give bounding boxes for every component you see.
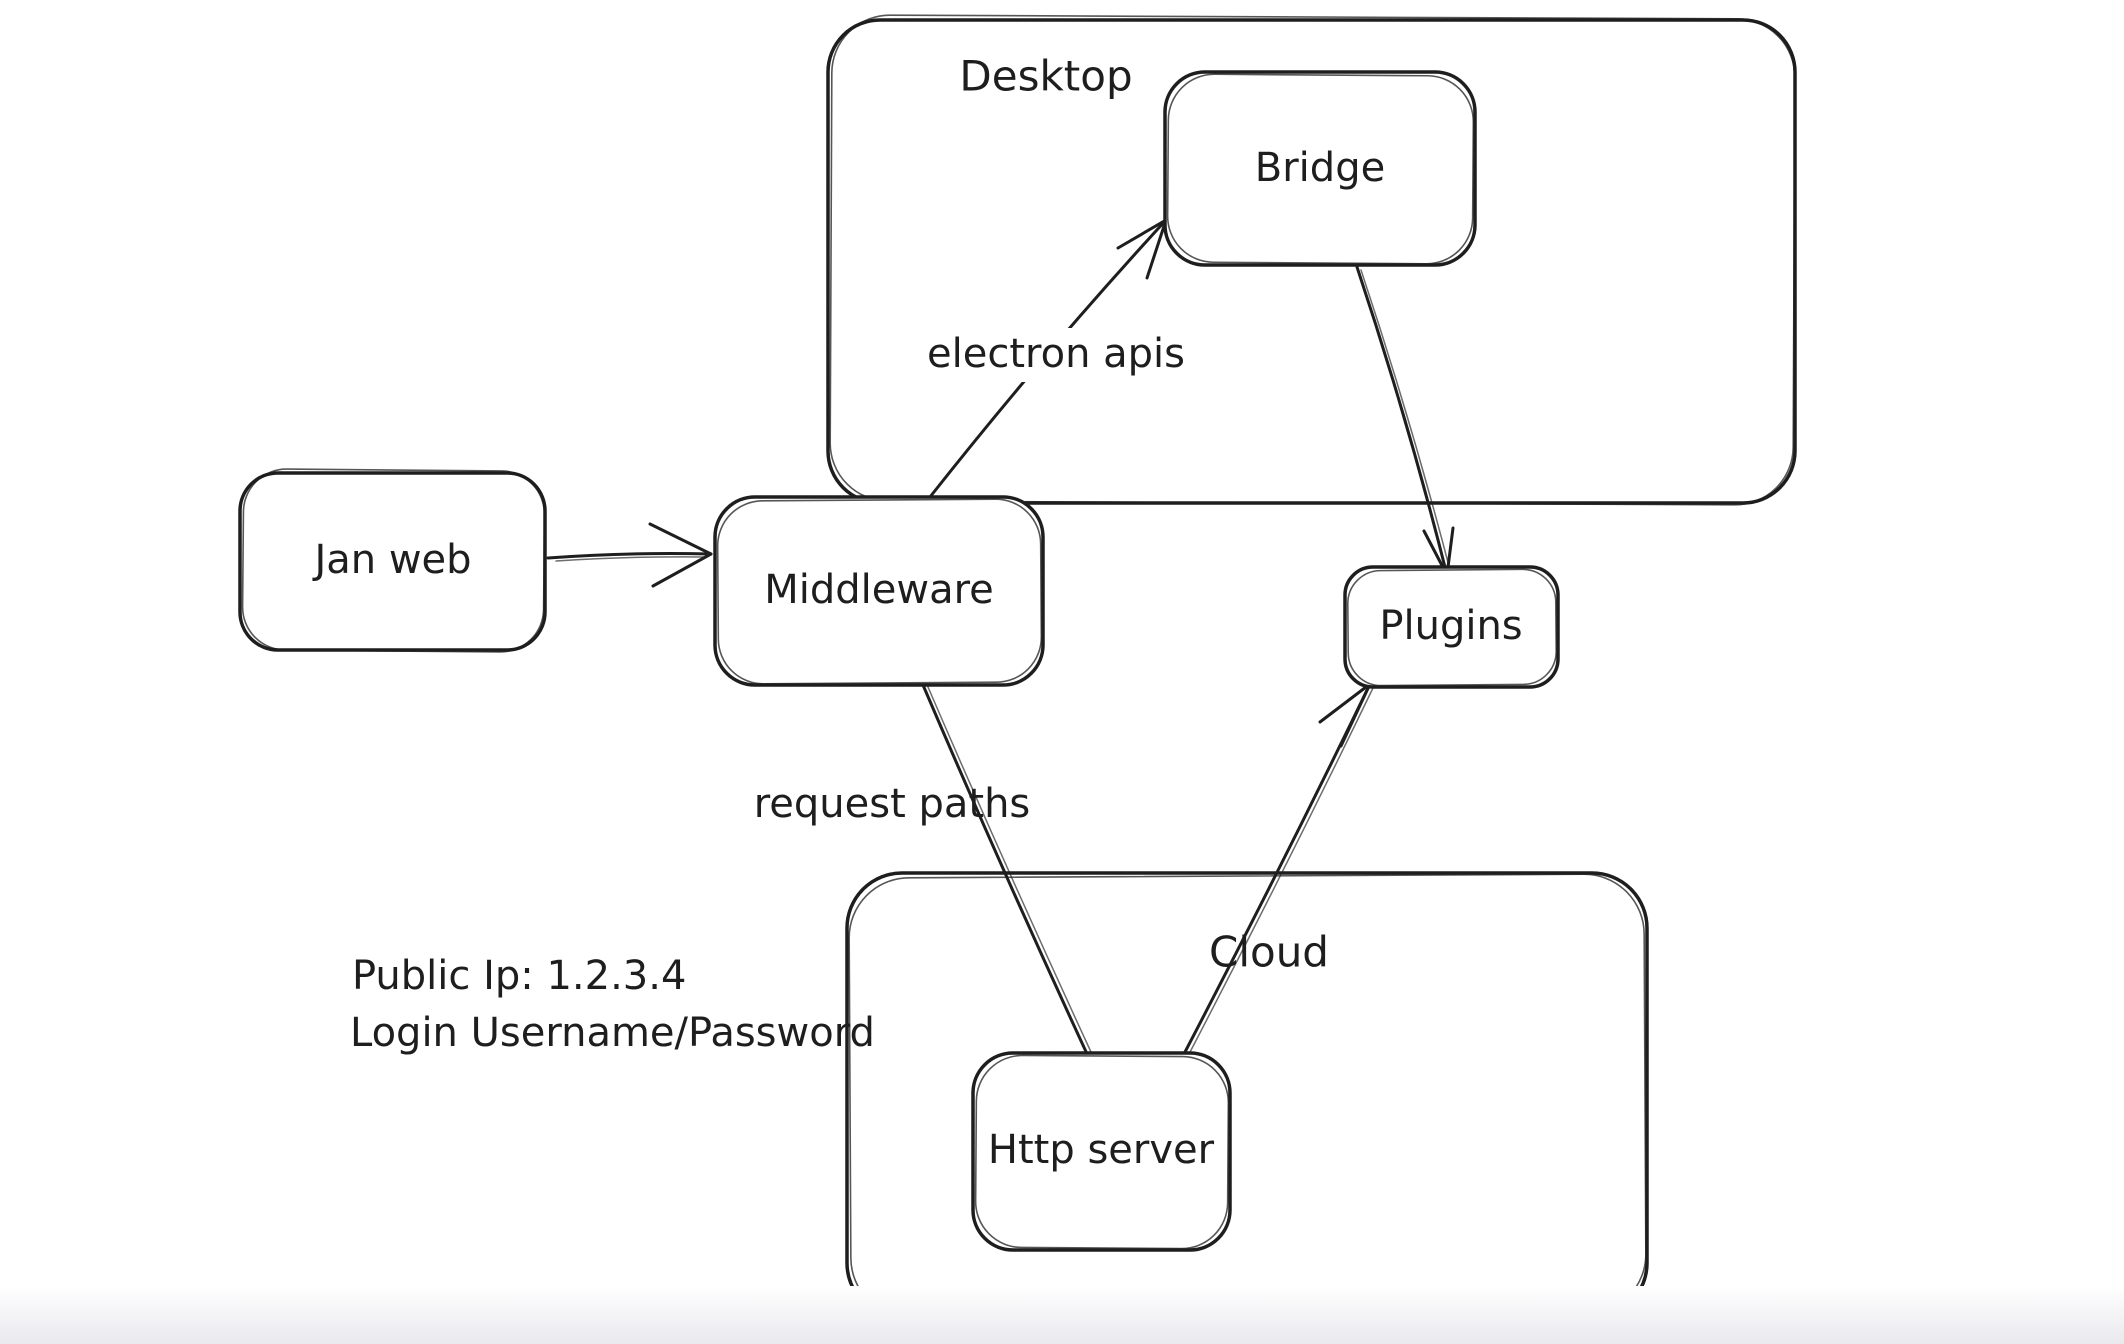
http-server-box-sketch [974, 1054, 1230, 1250]
node-bridge[interactable]: Bridge [1163, 70, 1477, 267]
edge-httpserver-plugins-sketch [1188, 687, 1374, 1055]
container-cloud[interactable]: Cloud [845, 871, 1649, 1320]
bridge-box-sketch [1166, 73, 1475, 265]
edge-janweb-middleware-sketch [555, 556, 706, 562]
node-plugins[interactable]: Plugins [1343, 565, 1560, 689]
http-server-box[interactable] [971, 1051, 1232, 1252]
node-http-server[interactable]: Http server [971, 1051, 1232, 1252]
plugins-label[interactable]: Plugins [1379, 603, 1522, 649]
edge-middleware-httpserver-line[interactable] [921, 683, 1090, 1058]
plugins-box[interactable] [1343, 565, 1560, 689]
edge-janweb-middleware-line[interactable] [546, 552, 713, 560]
electron-apis-label[interactable]: electron apis [927, 331, 1185, 377]
electron-apis-label-bg [918, 328, 1190, 382]
edge-middleware-to-httpserver[interactable] [921, 683, 1092, 1058]
desktop-container-label[interactable]: Desktop [959, 52, 1132, 101]
middleware-box[interactable] [713, 495, 1045, 687]
edge-label-request-paths[interactable]: request paths [754, 781, 1031, 827]
edge-bridge-plugins-sketch [1360, 269, 1451, 571]
edge-middleware-httpserver-sketch [927, 686, 1092, 1053]
note-credentials[interactable]: Public Ip: 1.2.3.4 Login Username/Passwo… [350, 953, 875, 1056]
bridge-label[interactable]: Bridge [1255, 145, 1385, 191]
plugins-box-sketch [1346, 568, 1558, 687]
middleware-label[interactable]: Middleware [764, 567, 994, 613]
jan-web-label[interactable]: Jan web [311, 537, 471, 583]
canvas-bottom-edge [0, 1286, 2124, 1344]
http-server-label[interactable]: Http server [988, 1127, 1215, 1173]
edge-janweb-to-middleware[interactable] [546, 522, 713, 588]
jan-web-box[interactable] [238, 471, 547, 652]
desktop-container-box-sketch [829, 14, 1796, 506]
edge-janweb-middleware-arrowhead [648, 522, 713, 588]
node-jan-web[interactable]: Jan web [238, 468, 547, 653]
edge-bridge-plugins-line[interactable] [1355, 265, 1449, 577]
edge-httpserver-plugins-arrowhead [1318, 682, 1372, 748]
bridge-box[interactable] [1163, 70, 1477, 267]
middleware-box-sketch [716, 498, 1043, 685]
jan-web-box-sketch [241, 468, 546, 653]
note-public-ip[interactable]: Public Ip: 1.2.3.4 [352, 953, 686, 999]
edge-label-electron-apis[interactable]: electron apis [918, 328, 1190, 382]
node-middleware[interactable]: Middleware [713, 495, 1045, 687]
request-paths-label[interactable]: request paths [754, 781, 1031, 827]
note-login[interactable]: Login Username/Password [350, 1010, 875, 1056]
